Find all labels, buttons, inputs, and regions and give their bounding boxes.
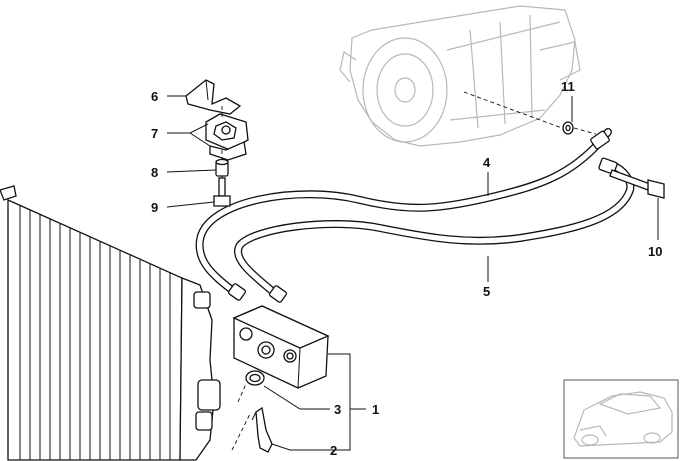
callout-3: 3 [334,402,341,417]
callout-7: 7 [151,126,158,141]
cooler-hoses [195,128,635,303]
holder [205,113,249,161]
callout-9: 9 [151,200,158,215]
leader-lines [166,91,659,451]
bolt-left [213,177,231,207]
callout-10: 10 [648,244,662,259]
callout-2: 2 [330,443,337,458]
washer [562,121,574,135]
radiator-fins [19,206,171,460]
o-ring [245,370,265,386]
callouts: 6 7 8 9 4 5 11 10 3 1 2 [151,79,662,458]
callout-6: 6 [151,89,158,104]
callout-11: 11 [561,79,575,94]
callout-5: 5 [483,284,490,299]
sleeve [215,158,229,177]
transmission-ghost [339,5,581,147]
bracket [185,79,242,115]
oil-cooler [232,305,330,389]
callout-8: 8 [151,165,158,180]
radiator [0,185,221,461]
clip [251,406,273,453]
callout-1: 1 [372,402,379,417]
callout-4: 4 [483,155,491,170]
vehicle-thumbnail [563,379,679,459]
bolt-right [609,169,665,199]
